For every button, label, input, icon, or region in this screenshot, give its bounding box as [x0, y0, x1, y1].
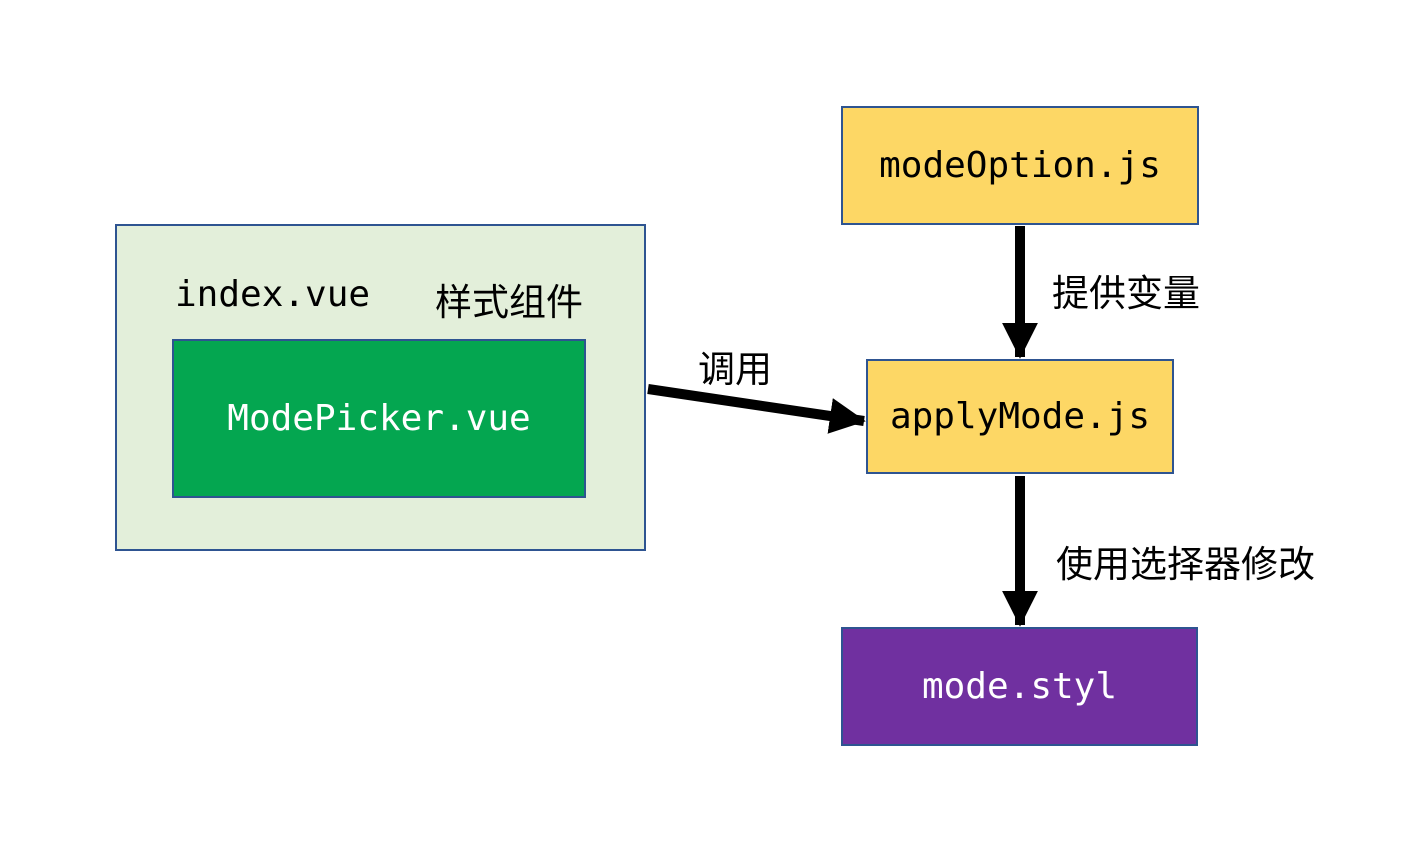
node-applymode-js: applyMode.js	[866, 359, 1174, 474]
edge-label-call: 调用	[698, 348, 772, 391]
edge-label-provide-variables: 提供变量	[1052, 272, 1200, 315]
node-modepicker-vue: ModePicker.vue	[172, 339, 586, 498]
edge-label-apply-selector: 使用选择器修改	[1056, 543, 1315, 586]
applymode-js-label: applyMode.js	[889, 396, 1151, 437]
arrow-call	[647, 384, 866, 434]
node-modeoption-js: modeOption.js	[841, 106, 1199, 225]
style-component-label: 样式组件	[435, 281, 583, 324]
node-index-vue-container: index.vue 样式组件 ModePicker.vue	[115, 224, 646, 551]
mode-styl-label: mode.styl	[921, 666, 1118, 707]
node-mode-styl: mode.styl	[841, 627, 1198, 746]
modeoption-js-label: modeOption.js	[879, 145, 1161, 186]
modepicker-vue-label: ModePicker.vue	[227, 398, 531, 439]
index-vue-label: index.vue	[175, 274, 371, 315]
